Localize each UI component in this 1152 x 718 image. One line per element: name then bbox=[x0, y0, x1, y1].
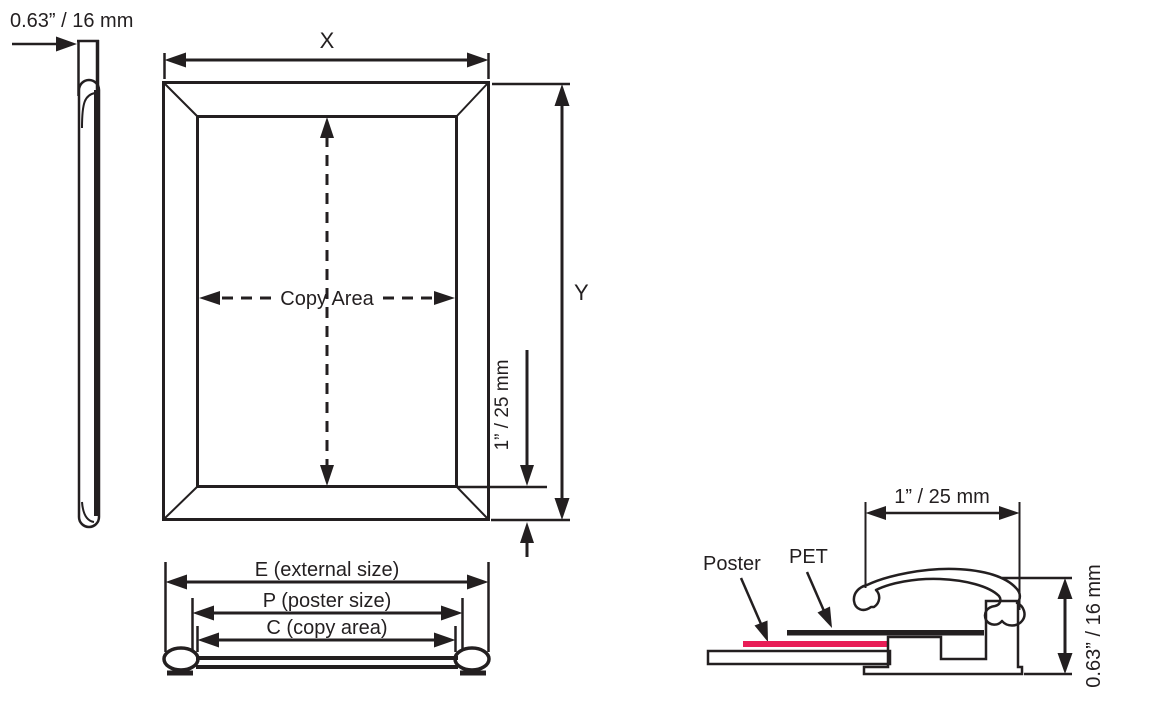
profile-width-label: 1” / 25 mm bbox=[492, 360, 513, 451]
edge-profile-outline bbox=[162, 646, 491, 676]
detail-profile-drawing bbox=[706, 567, 1026, 676]
arrowhead-up-icon bbox=[320, 117, 334, 138]
front-view: X Y Copy Area 1” / 25 mm bbox=[162, 28, 589, 557]
arrowhead-right-icon bbox=[467, 52, 489, 68]
arrowhead-up-icon bbox=[554, 84, 570, 106]
poster-size-dimension: P (poster size) bbox=[191, 590, 464, 650]
copy-area-size-label: C (copy area) bbox=[266, 617, 387, 639]
y-label: Y bbox=[574, 280, 589, 305]
arrowhead-down-icon bbox=[320, 465, 334, 486]
detail-width-label: 1” / 25 mm bbox=[894, 486, 990, 508]
arrowhead-left-icon bbox=[199, 291, 220, 305]
pet-callout: PET bbox=[789, 546, 832, 628]
arrowhead-up-icon bbox=[520, 522, 534, 543]
x-label: X bbox=[320, 28, 335, 53]
copy-area-dimension: C (copy area) bbox=[196, 617, 457, 652]
copy-area-label: Copy Area bbox=[280, 288, 374, 310]
poster-callout: Poster bbox=[703, 553, 768, 642]
detail-width-dimension: 1” / 25 mm bbox=[864, 486, 1021, 610]
y-dimension: Y bbox=[491, 82, 589, 522]
arrowhead-down-right-icon bbox=[817, 606, 832, 628]
external-size-dimension: E (external size) bbox=[164, 559, 490, 652]
side-profile-view: 0.63” / 16 mm bbox=[10, 10, 133, 529]
arrowhead-left-icon bbox=[865, 506, 886, 520]
arrowhead-left-icon bbox=[192, 605, 214, 621]
arrowhead-right-icon bbox=[467, 574, 489, 590]
frame-outline bbox=[162, 81, 490, 521]
external-size-label: E (external size) bbox=[255, 559, 400, 581]
detail-view: 1” / 25 mm Poster PET bbox=[703, 486, 1105, 688]
arrowhead-right-icon bbox=[434, 632, 456, 648]
arrowhead-left-icon bbox=[164, 52, 186, 68]
arrowhead-right-icon bbox=[441, 605, 463, 621]
arrowhead-down-icon bbox=[520, 465, 534, 486]
profile-width-dimension: 1” / 25 mm bbox=[458, 350, 547, 557]
poster-size-label: P (poster size) bbox=[263, 590, 392, 612]
back-panel bbox=[706, 649, 892, 666]
detail-thickness-label: 0.63” / 16 mm bbox=[1083, 564, 1105, 687]
poster-label: Poster bbox=[703, 553, 761, 575]
arrowhead-right-icon bbox=[999, 506, 1020, 520]
arrowhead-down-right-icon bbox=[754, 620, 768, 642]
detail-thickness-dimension: 0.63” / 16 mm bbox=[1002, 564, 1105, 688]
arrowhead-down-icon bbox=[1057, 653, 1073, 674]
arrowhead-right-icon bbox=[56, 36, 77, 52]
side-profile-outline bbox=[77, 78, 101, 529]
side-thickness-label: 0.63” / 16 mm bbox=[10, 10, 133, 32]
edge-view: E (external size) P (poster size) C (cop… bbox=[162, 559, 491, 676]
pet-label: PET bbox=[789, 546, 828, 568]
arrowhead-left-icon bbox=[165, 574, 187, 590]
x-dimension: X bbox=[163, 28, 490, 79]
side-thickness-dimension bbox=[12, 36, 100, 96]
profile-lid bbox=[852, 567, 1026, 627]
arrowhead-left-icon bbox=[197, 632, 219, 648]
pet-sheet bbox=[787, 630, 984, 636]
arrowhead-down-icon bbox=[554, 498, 570, 520]
arrowhead-up-icon bbox=[1057, 578, 1073, 599]
arrowhead-right-icon bbox=[434, 291, 455, 305]
poster-sheet bbox=[743, 641, 888, 647]
profile-base bbox=[862, 599, 1024, 676]
copy-area-crosshair: Copy Area bbox=[199, 117, 455, 486]
